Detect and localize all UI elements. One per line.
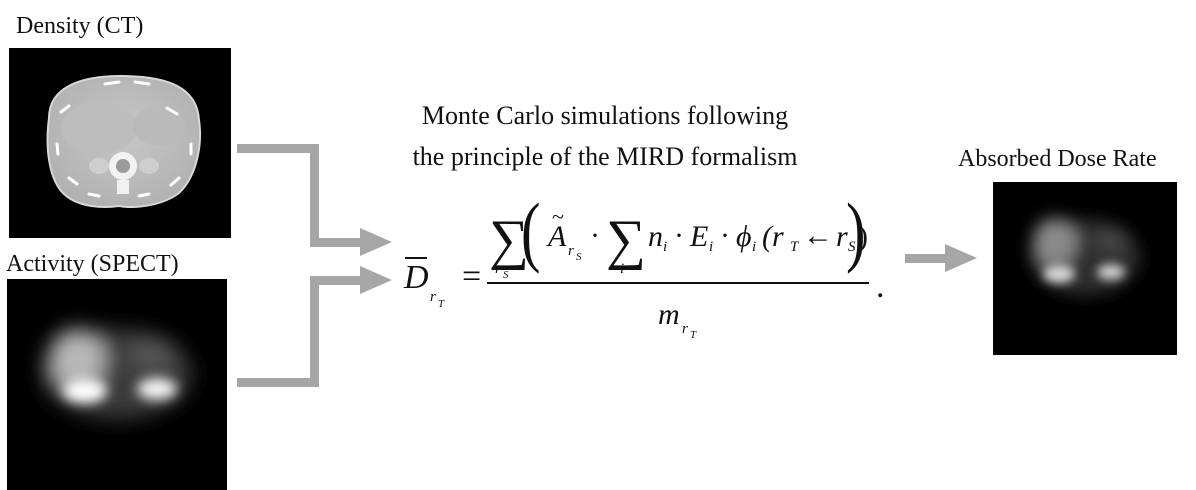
ct-connector-to-formula bbox=[310, 238, 362, 247]
spect-connector-vertical bbox=[310, 276, 319, 387]
spect-arrowhead bbox=[360, 266, 392, 294]
spect-activity-image bbox=[7, 279, 227, 490]
method-heading-line1: Monte Carlo simulations following bbox=[421, 101, 789, 130]
spect-connector-horizontal bbox=[237, 378, 319, 387]
method-heading-line2: the principle of the MIRD formalism bbox=[412, 142, 798, 171]
activity-spect-label: Activity (SPECT) bbox=[6, 251, 179, 277]
absorbed-dose-rate-image bbox=[993, 182, 1177, 355]
spect-connector-to-formula bbox=[310, 276, 362, 285]
ct-arrowhead bbox=[360, 228, 392, 256]
ct-connector-horizontal bbox=[237, 144, 319, 153]
output-arrow-shaft bbox=[905, 254, 947, 263]
density-ct-label: Density (CT) bbox=[16, 13, 144, 39]
absorbed-dose-rate-label: Absorbed Dose Rate bbox=[958, 146, 1157, 172]
ct-connector-vertical bbox=[310, 144, 319, 247]
output-arrowhead bbox=[945, 244, 977, 272]
ct-density-image bbox=[9, 48, 231, 238]
